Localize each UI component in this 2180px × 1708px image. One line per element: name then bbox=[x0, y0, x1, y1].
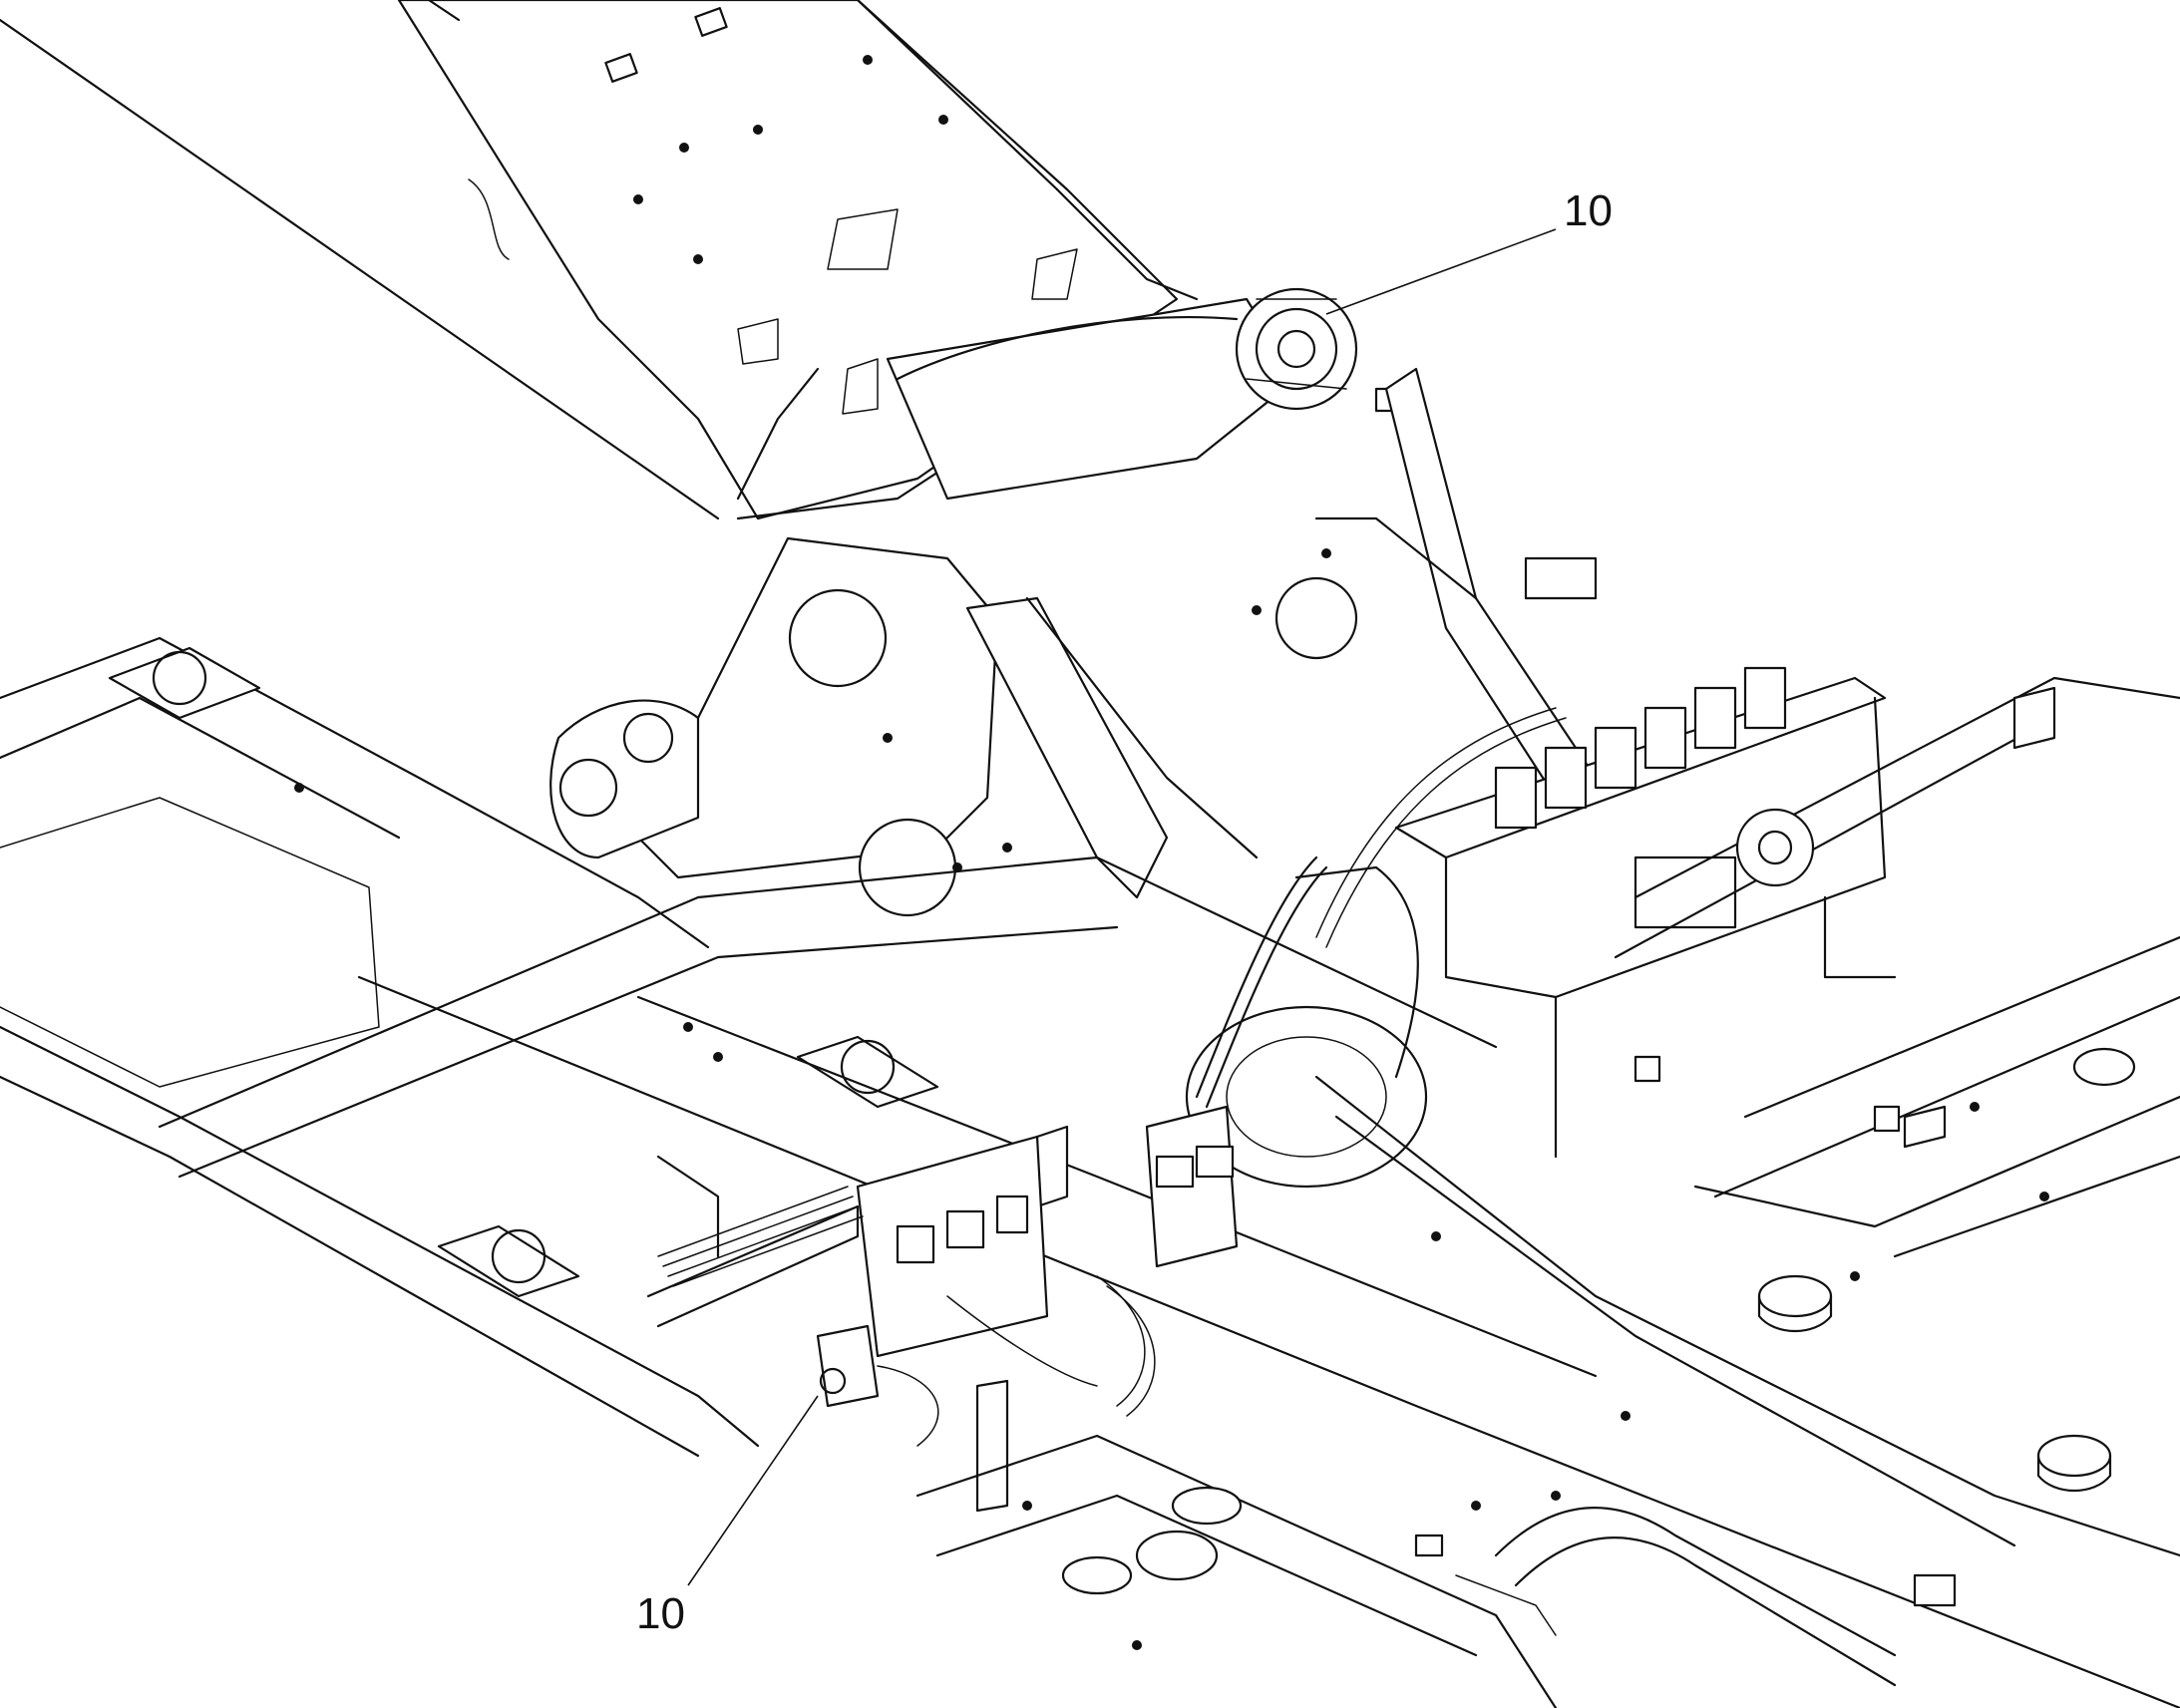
leader-line-top bbox=[1325, 228, 1557, 315]
valve-block-assembly bbox=[1315, 666, 1901, 1159]
swing-arm-right bbox=[1274, 367, 1598, 800]
frame-central bbox=[158, 855, 2180, 1708]
frame-left bbox=[0, 636, 939, 1458]
callout-label-top: 10 bbox=[1564, 186, 1613, 235]
lower-left-valve-block bbox=[646, 1135, 1098, 1513]
frame-right bbox=[1614, 676, 2180, 1493]
fasteners bbox=[294, 55, 2049, 1650]
lower-valve-assembly bbox=[1035, 855, 1328, 1417]
mast-support bbox=[549, 536, 1259, 917]
boom-pivot-cylinder bbox=[886, 287, 1406, 501]
leader-line-bottom bbox=[687, 1395, 819, 1586]
bottom-foreground bbox=[915, 1434, 1957, 1708]
callout-label-bottom: 10 bbox=[636, 1589, 685, 1638]
